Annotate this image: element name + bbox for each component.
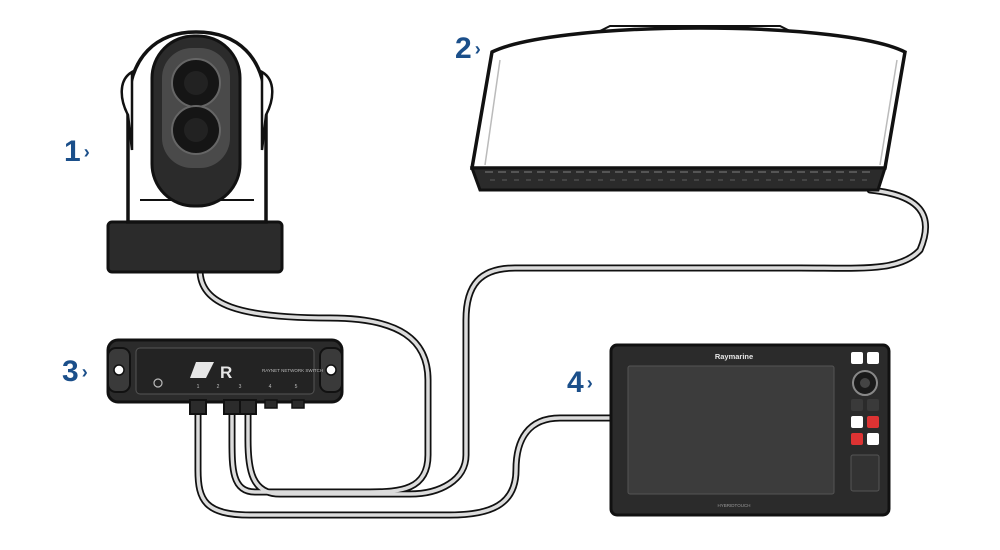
- display-footer: HYBRIDTOUCH: [718, 503, 751, 508]
- chevron-right-icon: ›: [83, 142, 90, 162]
- callout-number: 2: [455, 32, 472, 65]
- thermal-camera: [106, 30, 284, 274]
- switch-label: RAYNET NETWORK SWITCH: [262, 368, 323, 373]
- switch-port-label: 5: [295, 384, 298, 390]
- display-screen: [627, 365, 835, 495]
- callout-number: 4: [567, 366, 584, 399]
- multifunction-display: Raymarine HYBRIDTOUCH: [609, 343, 891, 517]
- switch-port-label: 3: [239, 384, 242, 390]
- network-switch: R RAYNET NETWORK SWITCH 1 2 3 4 5: [106, 338, 344, 415]
- switch-connectors: [189, 399, 305, 415]
- cables: [194, 186, 929, 519]
- radar-body: [469, 26, 907, 170]
- radar-base: [469, 166, 888, 192]
- switch-port-labels: 1 2 3 4 5: [197, 384, 298, 390]
- display-brand: Raymarine: [715, 352, 753, 361]
- callout-4: 4›: [567, 368, 593, 398]
- chevron-right-icon: ›: [586, 373, 593, 393]
- switch-port-label: 4: [269, 384, 272, 390]
- callout-number: 1: [64, 135, 81, 168]
- callout-3: 3›: [62, 357, 88, 387]
- cable-display-switch: [194, 401, 615, 519]
- switch-logo: R: [220, 363, 232, 382]
- callout-number: 3: [62, 355, 79, 388]
- radar-dome: [469, 25, 907, 192]
- callout-2: 2›: [455, 34, 481, 64]
- chevron-right-icon: ›: [81, 362, 88, 382]
- callout-1: 1›: [64, 137, 90, 167]
- display-controls: [850, 352, 880, 492]
- power-icon: [153, 378, 163, 388]
- chevron-right-icon: ›: [474, 39, 481, 59]
- switch-port-label: 2: [217, 384, 220, 390]
- switch-port-label: 1: [197, 384, 200, 390]
- camera-base: [106, 220, 284, 274]
- switch-logo-mark: [190, 362, 214, 378]
